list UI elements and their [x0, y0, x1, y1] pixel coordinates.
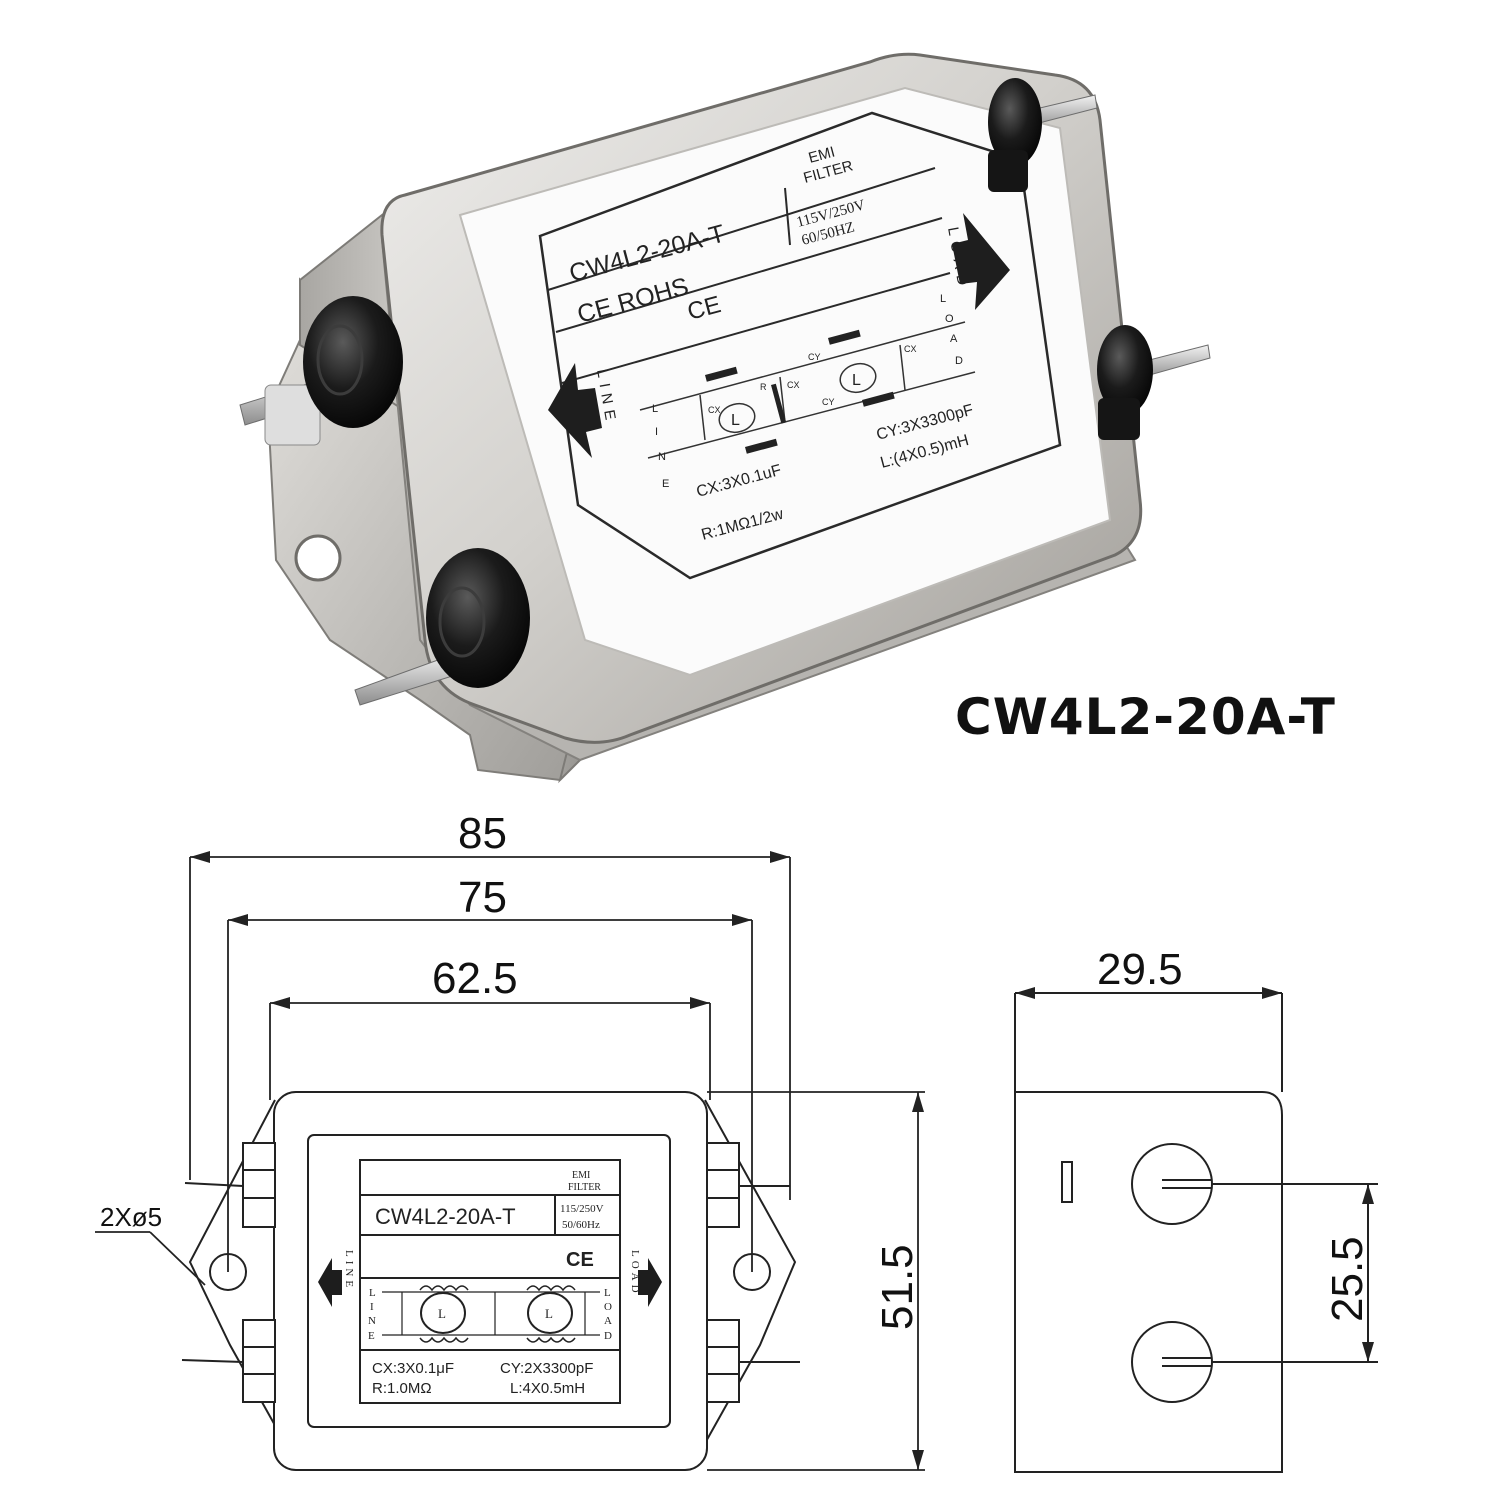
- front-label-outline: [307, 1134, 671, 1428]
- side-dimension-arrowheads: [1015, 987, 1374, 1362]
- photo-line-arrow-icon: [548, 363, 602, 458]
- front-label-r-spec: R:1.0MΩ: [372, 1380, 432, 1397]
- dim-depth: 29.5: [1097, 945, 1183, 994]
- photo-pin-right-0: L: [940, 293, 946, 305]
- photo-terminal-bottom-left: [354, 548, 530, 706]
- photo-terminal-mid-right: [1097, 325, 1211, 440]
- photo-label-resistors: [705, 329, 895, 454]
- front-pin-right-2: A: [604, 1315, 612, 1327]
- dimension-values: 85 75 62.5 51.5 29.5 25.5 2Xø5: [100, 809, 1372, 1330]
- photo-pin-left-0: L: [652, 403, 658, 415]
- side-view-drawing: [1014, 992, 1378, 1473]
- photo-schematic-cx-2: CX: [787, 380, 800, 390]
- front-label-load-vertical: LOAD: [629, 1250, 641, 1297]
- front-pin-left-top: [184, 1182, 244, 1187]
- front-label-inner-frame: [359, 1159, 621, 1404]
- front-pin-right-1: O: [604, 1301, 612, 1313]
- dim-body-width: 62.5: [432, 954, 518, 1003]
- photo-load-arrow-icon: [952, 213, 1010, 310]
- dim-height: 51.5: [873, 1244, 922, 1330]
- front-label-voltage: 115/250V: [560, 1203, 604, 1215]
- photo-terminal-left: [239, 296, 403, 446]
- front-terminal-right-top: [706, 1142, 740, 1228]
- photo-label-divider: [561, 272, 951, 384]
- front-label-emi: EMI: [572, 1170, 590, 1181]
- front-pin-left-1: I: [370, 1301, 374, 1313]
- side-terminal-top: [1131, 1143, 1213, 1225]
- front-schematic-inductor-2: [527, 1292, 573, 1334]
- front-schematic-l-1: L: [438, 1306, 446, 1321]
- photo-pin-right-2: A: [950, 333, 958, 345]
- photo-pin-left-1: I: [655, 426, 658, 438]
- front-schematic-l-2: L: [545, 1306, 553, 1321]
- photo-schematic-cy-2: CY: [822, 397, 835, 407]
- front-pin-left-3: E: [368, 1330, 375, 1342]
- front-terminal-left-top: [242, 1142, 276, 1228]
- photo-pin-left-2: N: [658, 451, 666, 463]
- photo-label-frame: [538, 111, 1062, 580]
- photo-label-divider: [547, 167, 936, 291]
- front-schematic-inductor-1: [420, 1292, 466, 1334]
- side-housing-outline: [1014, 1091, 1283, 1473]
- photo-label-divider: [555, 217, 943, 333]
- dim-terminal-pitch: 25.5: [1323, 1236, 1372, 1322]
- front-label-model: CW4L2-20A-T: [375, 1204, 516, 1229]
- mount-hole: [294, 534, 342, 582]
- photo-schematic-cy-1: CY: [808, 352, 821, 362]
- front-pin-left-0: L: [369, 1287, 376, 1299]
- product-model-title: CW4L2-20A-T: [955, 688, 1336, 746]
- front-label-ce-mark: CE: [566, 1249, 594, 1271]
- front-label-text: EMI FILTER CW4L2-20A-T 115/250V 50/60Hz …: [343, 1170, 641, 1397]
- front-label-cy-spec: CY:2X3300pF: [500, 1360, 593, 1377]
- dim-hole-callout: 2Xø5: [100, 1202, 162, 1232]
- front-flange-outline: [188, 1099, 797, 1471]
- dimension-arrowheads: [190, 851, 924, 1470]
- dimension-lines: [95, 856, 925, 1471]
- photo-label-plate: [458, 86, 1112, 677]
- front-pin-left-2: N: [368, 1315, 376, 1327]
- photo-pin-right-1: O: [945, 313, 954, 325]
- side-slot: [1061, 1161, 1073, 1203]
- dim-overall-width: 85: [458, 809, 507, 858]
- photo-label-schematic: [639, 321, 976, 459]
- front-pin-right-3: D: [604, 1330, 612, 1342]
- front-pin-right-0: L: [604, 1287, 611, 1299]
- photo-pin-right-3: D: [955, 355, 963, 367]
- front-load-arrow-icon: [638, 1258, 662, 1307]
- front-pin-left-bottom: [181, 1359, 244, 1363]
- front-view-drawing: [95, 851, 925, 1471]
- photo-pin-left-3: E: [662, 478, 669, 490]
- front-label-cx-spec: CX:3X0.1μF: [372, 1360, 454, 1377]
- photo-label-divider: [784, 187, 791, 246]
- photo-schematic-inductor-1: L: [731, 412, 740, 429]
- front-housing-outline: [273, 1091, 708, 1471]
- dim-hole-pitch: 75: [458, 873, 507, 922]
- photo-label-emi: EMI: [807, 144, 837, 167]
- front-label-l-spec: L:4X0.5mH: [510, 1380, 585, 1397]
- front-line-arrow-icon: [318, 1258, 342, 1307]
- photo-terminal-top-right: [988, 78, 1098, 192]
- front-label-frequency: 50/60Hz: [562, 1219, 600, 1231]
- front-label-filter: FILTER: [568, 1182, 601, 1193]
- front-terminal-right-bottom: [706, 1319, 740, 1403]
- front-terminal-left-bottom: [242, 1319, 276, 1403]
- photo-schematic-inductor-2: L: [852, 372, 861, 389]
- photo-schematic-r: R: [760, 382, 767, 392]
- photo-schematic-cx-1: CX: [708, 405, 721, 415]
- filter-photo: EMI FILTER 115V/250V 60/50HZ CW4L2-20A-T…: [239, 52, 1211, 784]
- photo-schematic-cx-3: CX: [904, 344, 917, 354]
- side-terminal-bottom: [1131, 1321, 1213, 1403]
- front-label-line-vertical: LINE: [343, 1250, 355, 1291]
